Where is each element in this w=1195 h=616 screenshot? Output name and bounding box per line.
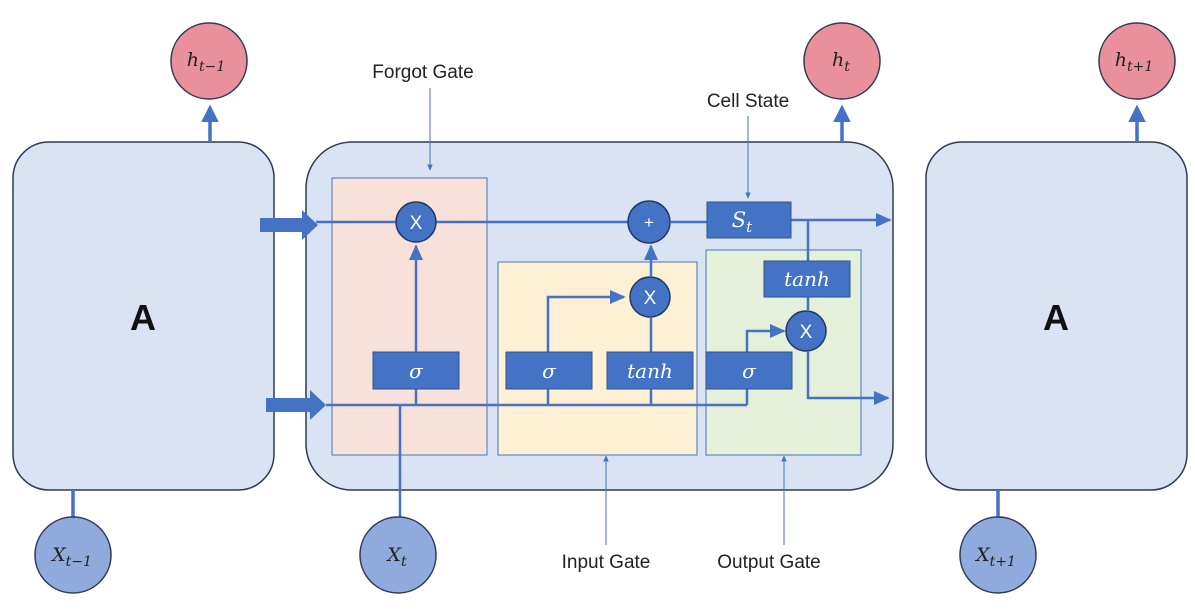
- hidden-next-sub: t+1: [1127, 59, 1153, 75]
- input-prev-node: Xt−1: [34, 516, 112, 594]
- svg-text:Xt: Xt: [385, 544, 407, 570]
- input-multiply-label: X: [644, 288, 657, 309]
- forget-multiply-node: X: [395, 201, 437, 243]
- output-gate-label: Output Gate: [717, 552, 821, 573]
- cell-state-input-arrow: [260, 210, 318, 240]
- svg-text:Xt−1: Xt−1: [50, 544, 92, 570]
- hidden-prev-sub: t−1: [199, 59, 225, 75]
- hidden-state-prev-node: ht−1: [170, 22, 248, 100]
- right-cell-label: A: [1043, 297, 1069, 338]
- input-sigma-label: σ: [542, 359, 557, 383]
- output-multiply-label: X: [800, 322, 813, 343]
- input-sigma-box: σ: [505, 351, 593, 390]
- input-sigma-to-mult-line: [546, 290, 626, 352]
- input-tanh-label: tanh: [627, 359, 673, 383]
- input-next-base: X: [974, 544, 991, 566]
- input-next-sub: t+1: [990, 554, 1016, 570]
- svg-text:Xt+1: Xt+1: [974, 544, 1016, 570]
- cell-state-label: Cell State: [707, 91, 789, 112]
- forget-multiply-label: X: [410, 213, 423, 234]
- output-tanh-box: tanh: [763, 260, 851, 298]
- output-hidden-line: [806, 352, 890, 405]
- hidden-next-base: h: [1115, 49, 1127, 71]
- left-cell: [12, 141, 275, 491]
- add-node: +: [627, 200, 671, 244]
- output-sigma-to-mult-line: [745, 324, 786, 352]
- svg-text:St: St: [732, 208, 753, 236]
- input-curr-base: X: [385, 544, 402, 566]
- input-next-node: Xt+1: [959, 516, 1037, 594]
- svg-text:ht: ht: [832, 49, 850, 75]
- input-gate-label: Input Gate: [562, 552, 651, 573]
- output-tanh-label: tanh: [784, 267, 830, 291]
- right-cell: [925, 141, 1188, 491]
- svg-text:ht+1: ht+1: [1115, 49, 1154, 75]
- cell-state-sub: t: [746, 218, 753, 236]
- input-tanh-box: tanh: [606, 351, 694, 390]
- input-prev-base: X: [50, 544, 67, 566]
- svg-text:ht−1: ht−1: [187, 49, 226, 75]
- forget-gate-label: Forgot Gate: [372, 62, 473, 83]
- input-multiply-node: X: [629, 276, 671, 318]
- input-prev-sub: t−1: [66, 554, 92, 570]
- hidden-prev-base: h: [187, 49, 199, 71]
- add-label: +: [644, 213, 654, 232]
- input-curr-node: Xt: [359, 516, 437, 594]
- cell-state-base: S: [732, 208, 746, 232]
- left-cell-label: A: [130, 297, 156, 338]
- cell-state-box: St: [706, 201, 792, 239]
- input-curr-sub: t: [401, 554, 407, 570]
- output-multiply-node: X: [785, 310, 827, 352]
- hidden-curr-sub: t: [844, 59, 850, 75]
- output-sigma-box: σ: [705, 351, 793, 390]
- output-sigma-label: σ: [742, 359, 757, 383]
- forget-sigma-box: σ: [372, 351, 460, 390]
- hidden-state-next-node: ht+1: [1098, 22, 1176, 100]
- hidden-input-arrow: [266, 390, 326, 420]
- hidden-state-curr-node: ht: [803, 22, 881, 100]
- forget-sigma-label: σ: [409, 359, 424, 383]
- hidden-curr-base: h: [832, 49, 844, 71]
